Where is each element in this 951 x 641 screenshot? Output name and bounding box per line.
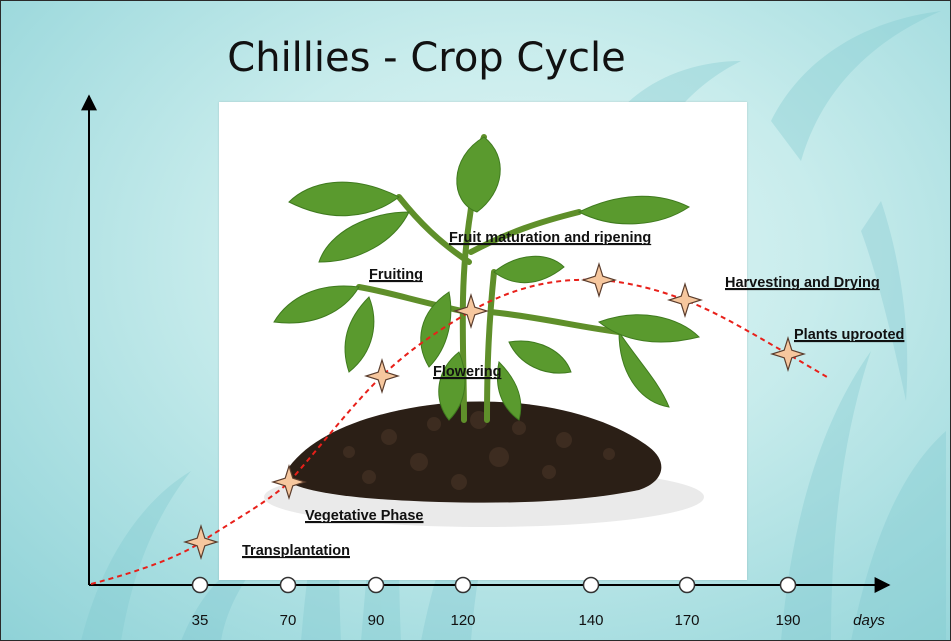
x-axis-tick-label: 35 <box>192 612 209 629</box>
stage-label: Fruiting <box>369 267 423 283</box>
stage-label: Transplantation <box>242 543 350 559</box>
stage-star-marker <box>666 281 704 319</box>
x-axis-tick-190 <box>779 576 797 594</box>
x-axis-tick-90 <box>367 576 385 594</box>
x-axis-tick-label: 140 <box>578 612 603 629</box>
stage-star-marker <box>580 261 618 299</box>
x-axis-tick-label: 190 <box>775 612 800 629</box>
x-axis-tick-35 <box>191 576 209 594</box>
x-axis-tick-140 <box>582 576 600 594</box>
x-axis-tick-label: 120 <box>450 612 475 629</box>
x-axis-tick-label: 90 <box>368 612 385 629</box>
stage-label: Fruit maturation and ripening <box>449 230 651 246</box>
slide-title: Chillies - Crop Cycle <box>227 35 626 81</box>
stage-star-marker <box>452 292 490 330</box>
x-axis-tick-label: 70 <box>280 612 297 629</box>
stage-star-marker <box>270 463 308 501</box>
stage-label: Vegetative Phase <box>305 508 424 524</box>
stage-label: Plants uprooted <box>794 327 904 343</box>
x-axis-ticks: 35 70 90 120 140 170 190 <box>191 576 801 629</box>
stage-label: Flowering <box>433 364 501 380</box>
x-axis-tick-170 <box>678 576 696 594</box>
stage-label: Harvesting and Drying <box>725 275 880 291</box>
x-axis-unit-label: days <box>853 612 885 629</box>
x-axis-tick-label: 170 <box>674 612 699 629</box>
stage-star-marker <box>769 335 807 373</box>
x-axis-tick-70 <box>279 576 297 594</box>
x-axis-tick-120 <box>454 576 472 594</box>
chilli-plant-photo <box>219 102 747 580</box>
stage-star-marker <box>363 357 401 395</box>
stage-markers <box>182 261 807 561</box>
stage-labels: Transplantation Vegetative Phase Flowering… <box>242 230 905 559</box>
plant-illustration <box>264 134 704 527</box>
stage-star-marker <box>182 523 220 561</box>
